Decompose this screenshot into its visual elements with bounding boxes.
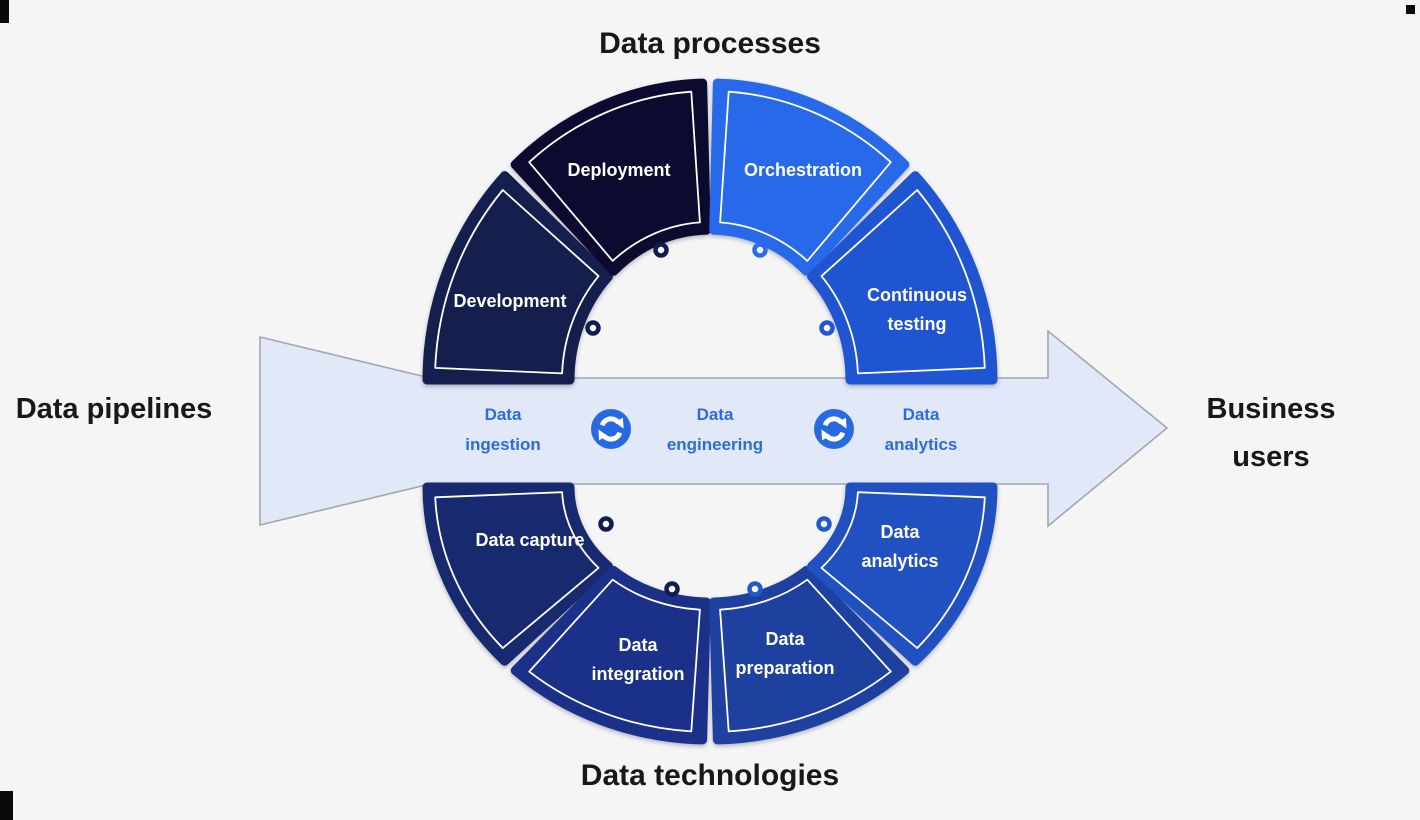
- segment-outline: [434, 491, 600, 649]
- segment-outline: [719, 90, 892, 262]
- ring-dot: [816, 516, 832, 532]
- segment-deployment: [510, 78, 711, 276]
- segment-development: [422, 171, 613, 385]
- ring-dot: [752, 242, 768, 258]
- ring-segments: [422, 78, 998, 745]
- segment-outline: [820, 491, 986, 649]
- sync-icon: [591, 409, 631, 449]
- segment-label-deployment: Deployment: [567, 160, 671, 180]
- segment-continuous-testing: [807, 171, 998, 385]
- ring-dot: [585, 320, 601, 336]
- stage-label-data-ingestion: Data ingestion: [465, 405, 541, 454]
- screen-artifact: [0, 791, 13, 820]
- stage-label-data-engineering: Data engineering: [666, 405, 764, 454]
- segment-label-data-integration: Data integration: [591, 635, 685, 684]
- sync-icon-circle: [591, 409, 631, 449]
- segment-outline: [434, 189, 600, 375]
- screen-artifact: [0, 0, 9, 23]
- segment-orchestration: [709, 78, 910, 276]
- ring-dot: [598, 516, 614, 532]
- segment-data-integration: [510, 565, 711, 745]
- segment-outline: [820, 189, 986, 375]
- segment-label-development: Development: [453, 291, 567, 311]
- label-data-pipelines: Data pipelines: [15, 393, 213, 425]
- segment-label-data-analytics: Data analytics: [861, 522, 939, 571]
- segment-outline: [528, 90, 701, 262]
- segment-outline: [719, 578, 892, 733]
- segment-label-data-preparation: Data preparation: [735, 629, 835, 678]
- ring-dot: [664, 581, 680, 597]
- stage-label-data-analytics: Data analytics: [884, 405, 958, 454]
- ring-dot: [819, 320, 835, 336]
- title-data-processes: Data processes: [599, 27, 821, 60]
- sync-icon-circle: [814, 409, 854, 449]
- segment-data-analytics: [807, 482, 998, 666]
- segment-data-preparation: [709, 565, 910, 745]
- ring-dot: [747, 581, 763, 597]
- screen-artifact: [1406, 5, 1415, 14]
- segment-label-orchestration: Orchestration: [743, 160, 863, 180]
- segment-label-continuous-testing: Continuous testing: [867, 285, 967, 334]
- ring-dots: [585, 242, 835, 597]
- sync-icon: [814, 409, 854, 449]
- label-business-users: Business users: [1206, 393, 1336, 473]
- segment-data-capture: [422, 482, 613, 666]
- ring-dot: [653, 242, 669, 258]
- segment-label-data-capture: Data capture: [475, 530, 585, 550]
- segment-outline: [528, 578, 701, 733]
- title-data-technologies: Data technologies: [580, 759, 840, 792]
